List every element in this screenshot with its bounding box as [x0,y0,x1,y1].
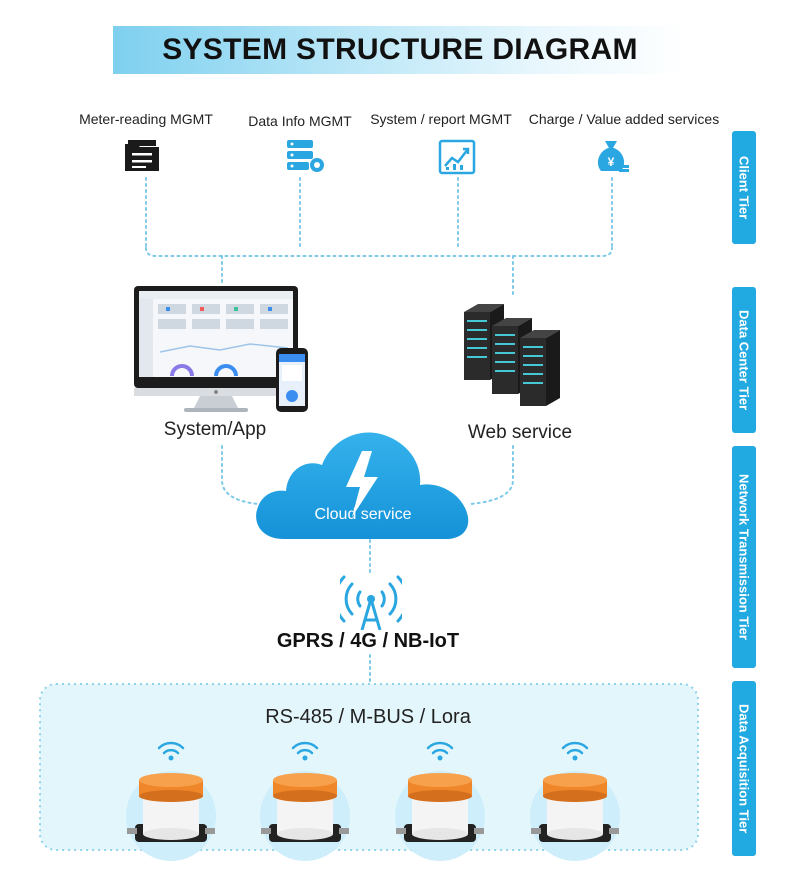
wifi-signal-icon [426,741,454,761]
tier-tab-acquisition: Data Acquisition Tier [732,681,756,856]
wifi-signal-icon [561,741,589,761]
title-banner [113,26,687,74]
water-meter-icon [395,771,485,861]
system-app-label: System/App [163,419,267,440]
wifi-signal-icon [291,741,319,761]
web-service-label: Web service [467,422,573,443]
server-rack-icon [464,304,560,406]
tier-tab-data-center: Data Center Tier [732,287,756,433]
report-chart-icon [438,139,476,175]
water-meter-icon [530,771,620,861]
tier-tab-network: Network Transmission Tier [732,446,756,668]
money-bag-icon: ¥ [597,141,629,172]
cloud-icon [256,432,469,539]
server-gear-icon [287,140,324,172]
client-item-data-info: Data Info MGMT [248,113,352,129]
wifi-signal-icon [157,741,185,761]
page-title: SYSTEM STRUCTURE DIAGRAM [162,33,638,66]
bus-protocol-label: RS-485 / M-BUS / Lora [265,706,471,728]
water-meter-icon [260,771,350,861]
tier-tab-client: Client Tier [732,131,756,244]
signal-tower-icon [340,575,402,630]
computer-monitor-icon [134,286,308,412]
client-item-charge-services: Charge / Value added services [528,111,720,127]
water-meter-icon [126,771,216,861]
client-item-meter-reading: Meter-reading MGMT [79,111,213,127]
folder-icon [125,140,159,171]
network-protocol-label: GPRS / 4G / NB-IoT [276,630,460,652]
cloud-service-label: Cloud service [314,506,412,523]
client-item-system-report: System / report MGMT [370,111,512,127]
svg-text:¥: ¥ [608,155,615,169]
